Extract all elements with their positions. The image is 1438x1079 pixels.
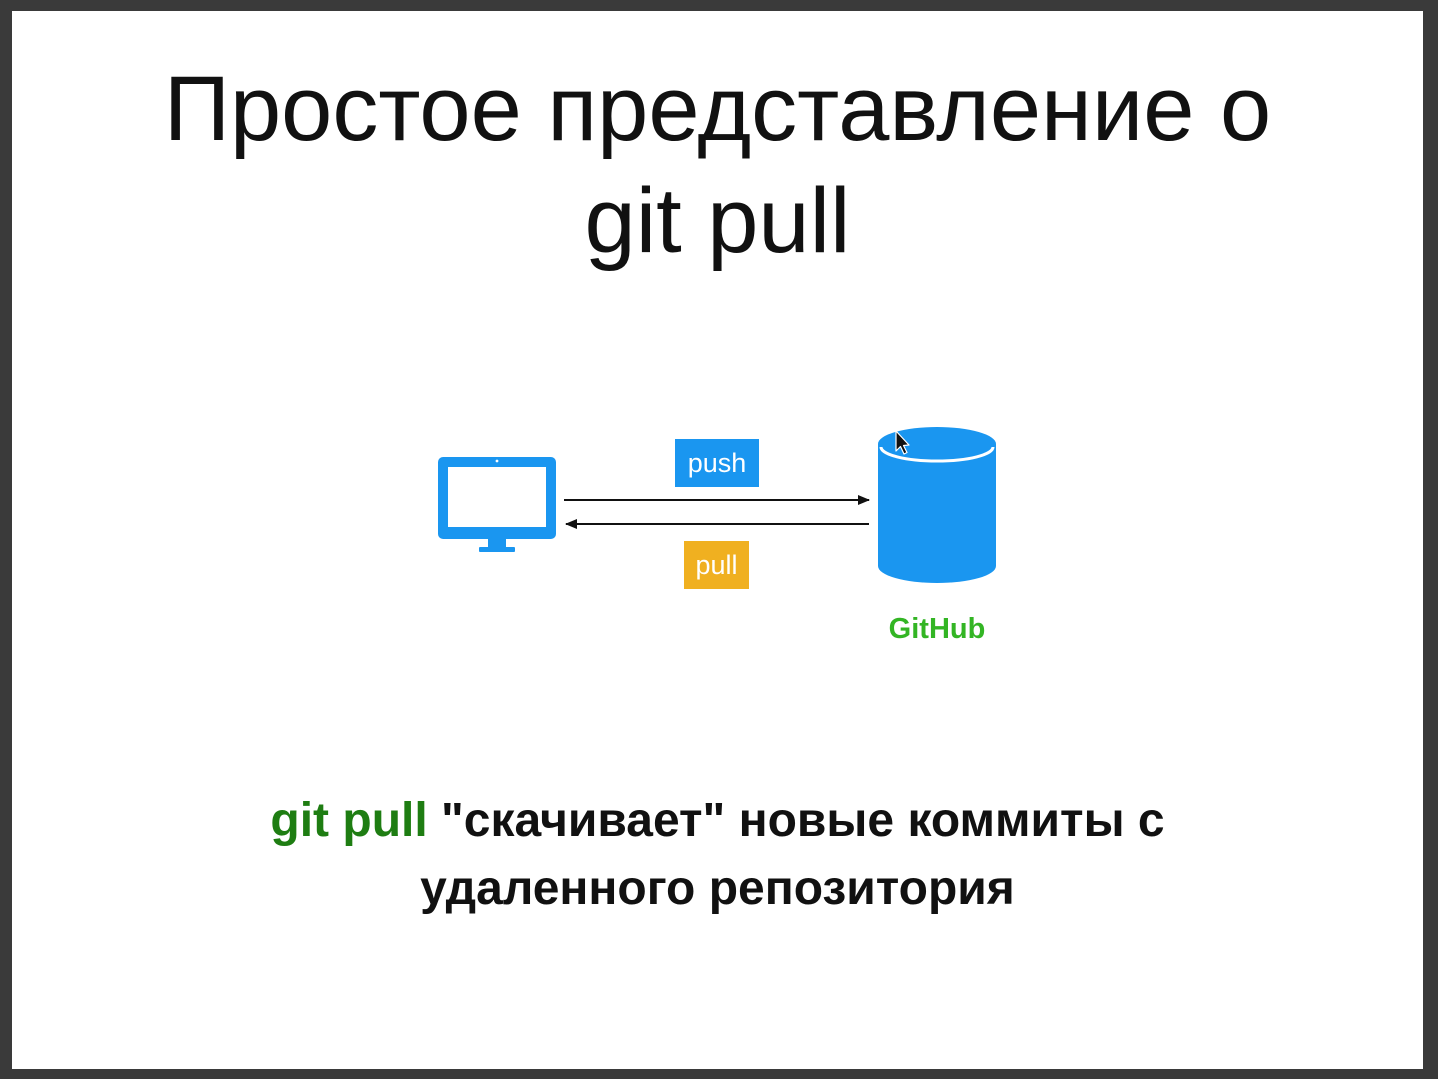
caption-line-1: git pull "скачивает" новые коммиты с (12, 787, 1423, 855)
slide-title: Простое представление о git pull (12, 53, 1423, 277)
push-label: push (675, 439, 759, 487)
mouse-cursor-icon (895, 430, 910, 455)
slide: Простое представление о git pull (12, 11, 1423, 1069)
github-label: GitHub (888, 613, 986, 645)
caption-line-1-text: "скачивает" новые коммиты с (427, 794, 1165, 847)
computer-monitor-icon (438, 457, 556, 552)
push-pull-diagram (438, 427, 996, 583)
slide-caption: git pull "скачивает" новые коммиты с уда… (12, 787, 1423, 923)
database-cylinder-icon (878, 427, 996, 583)
slide-title-line-2: git pull (584, 170, 851, 272)
slide-title-line-1: Простое представление о (163, 58, 1272, 160)
caption-line-2: удаленного репозитория (420, 862, 1015, 915)
pull-label: pull (684, 541, 749, 589)
caption-command: git pull (270, 794, 428, 847)
